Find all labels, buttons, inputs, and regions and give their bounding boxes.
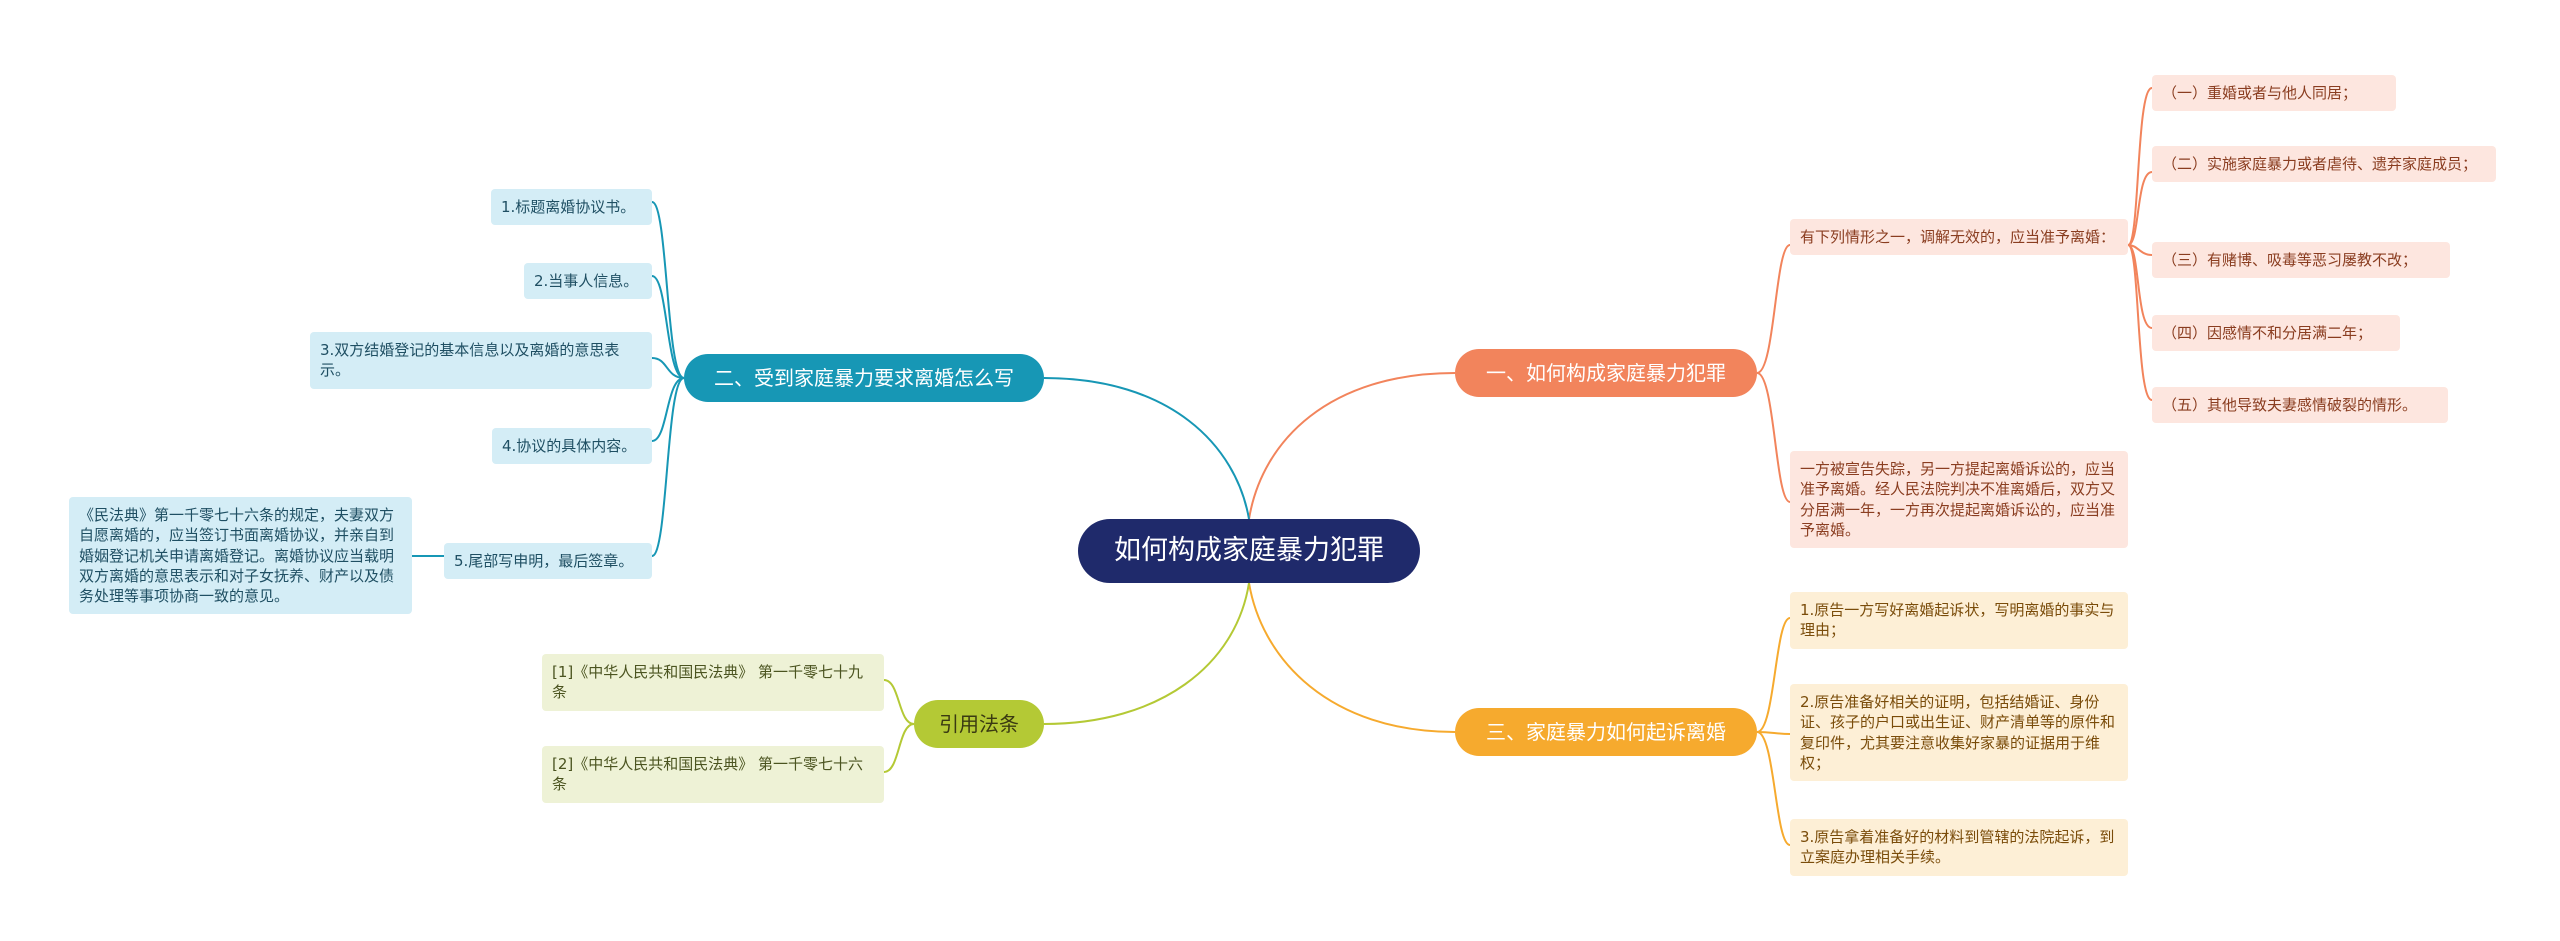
branch-2-item[interactable]: 5.尾部写申明，最后签章。 [444, 543, 652, 580]
branch-1-item[interactable]: 一方被宣告失踪，另一方提起离婚诉讼的，应当准予离婚。经人民法院判决不准离婚后，双… [1790, 451, 2128, 548]
branch-2-item[interactable]: 1.标题离婚协议书。 [491, 189, 652, 226]
branch-3-item[interactable]: 2.原告准备好相关的证明，包括结婚证、身份证、孩子的户口或出生证、财产清单等的原… [1790, 684, 2128, 781]
civil-code-note[interactable]: 《民法典》第一千零七十六条的规定，夫妻双方自愿离婚的，应当签订书面离婚协议，并亲… [69, 497, 412, 615]
condition-item[interactable]: （一）重婚或者与他人同居； [2152, 75, 2396, 112]
branch-2-topic[interactable]: 二、受到家庭暴力要求离婚怎么写 [684, 354, 1044, 402]
root-topic[interactable]: 如何构成家庭暴力犯罪 [1078, 519, 1420, 583]
branch-3-item[interactable]: 1.原告一方写好离婚起诉状，写明离婚的事实与理由； [1790, 592, 2128, 649]
branch-2-item[interactable]: 3.双方结婚登记的基本信息以及离婚的意思表示。 [310, 332, 652, 389]
branch-2-item[interactable]: 2.当事人信息。 [524, 263, 652, 300]
branch-1-item[interactable]: 有下列情形之一，调解无效的，应当准予离婚： [1790, 219, 2128, 256]
branch-2-item[interactable]: 4.协议的具体内容。 [492, 428, 652, 465]
condition-item[interactable]: （三）有赌博、吸毒等恶习屡教不改； [2152, 242, 2450, 279]
branch-1-topic[interactable]: 一、如何构成家庭暴力犯罪 [1455, 349, 1757, 397]
condition-item[interactable]: （四）因感情不和分居满二年； [2152, 315, 2400, 352]
branch-3-topic[interactable]: 三、家庭暴力如何起诉离婚 [1455, 708, 1757, 756]
citation-item[interactable]: [1]《中华人民共和国民法典》 第一千零七十九条 [542, 654, 884, 711]
branch-4-topic[interactable]: 引用法条 [914, 700, 1044, 748]
condition-item[interactable]: （五）其他导致夫妻感情破裂的情形。 [2152, 387, 2448, 424]
condition-item[interactable]: （二）实施家庭暴力或者虐待、遗弃家庭成员； [2152, 146, 2496, 183]
branch-3-item[interactable]: 3.原告拿着准备好的材料到管辖的法院起诉，到立案庭办理相关手续。 [1790, 819, 2128, 876]
citation-item[interactable]: [2]《中华人民共和国民法典》 第一千零七十六条 [542, 746, 884, 803]
